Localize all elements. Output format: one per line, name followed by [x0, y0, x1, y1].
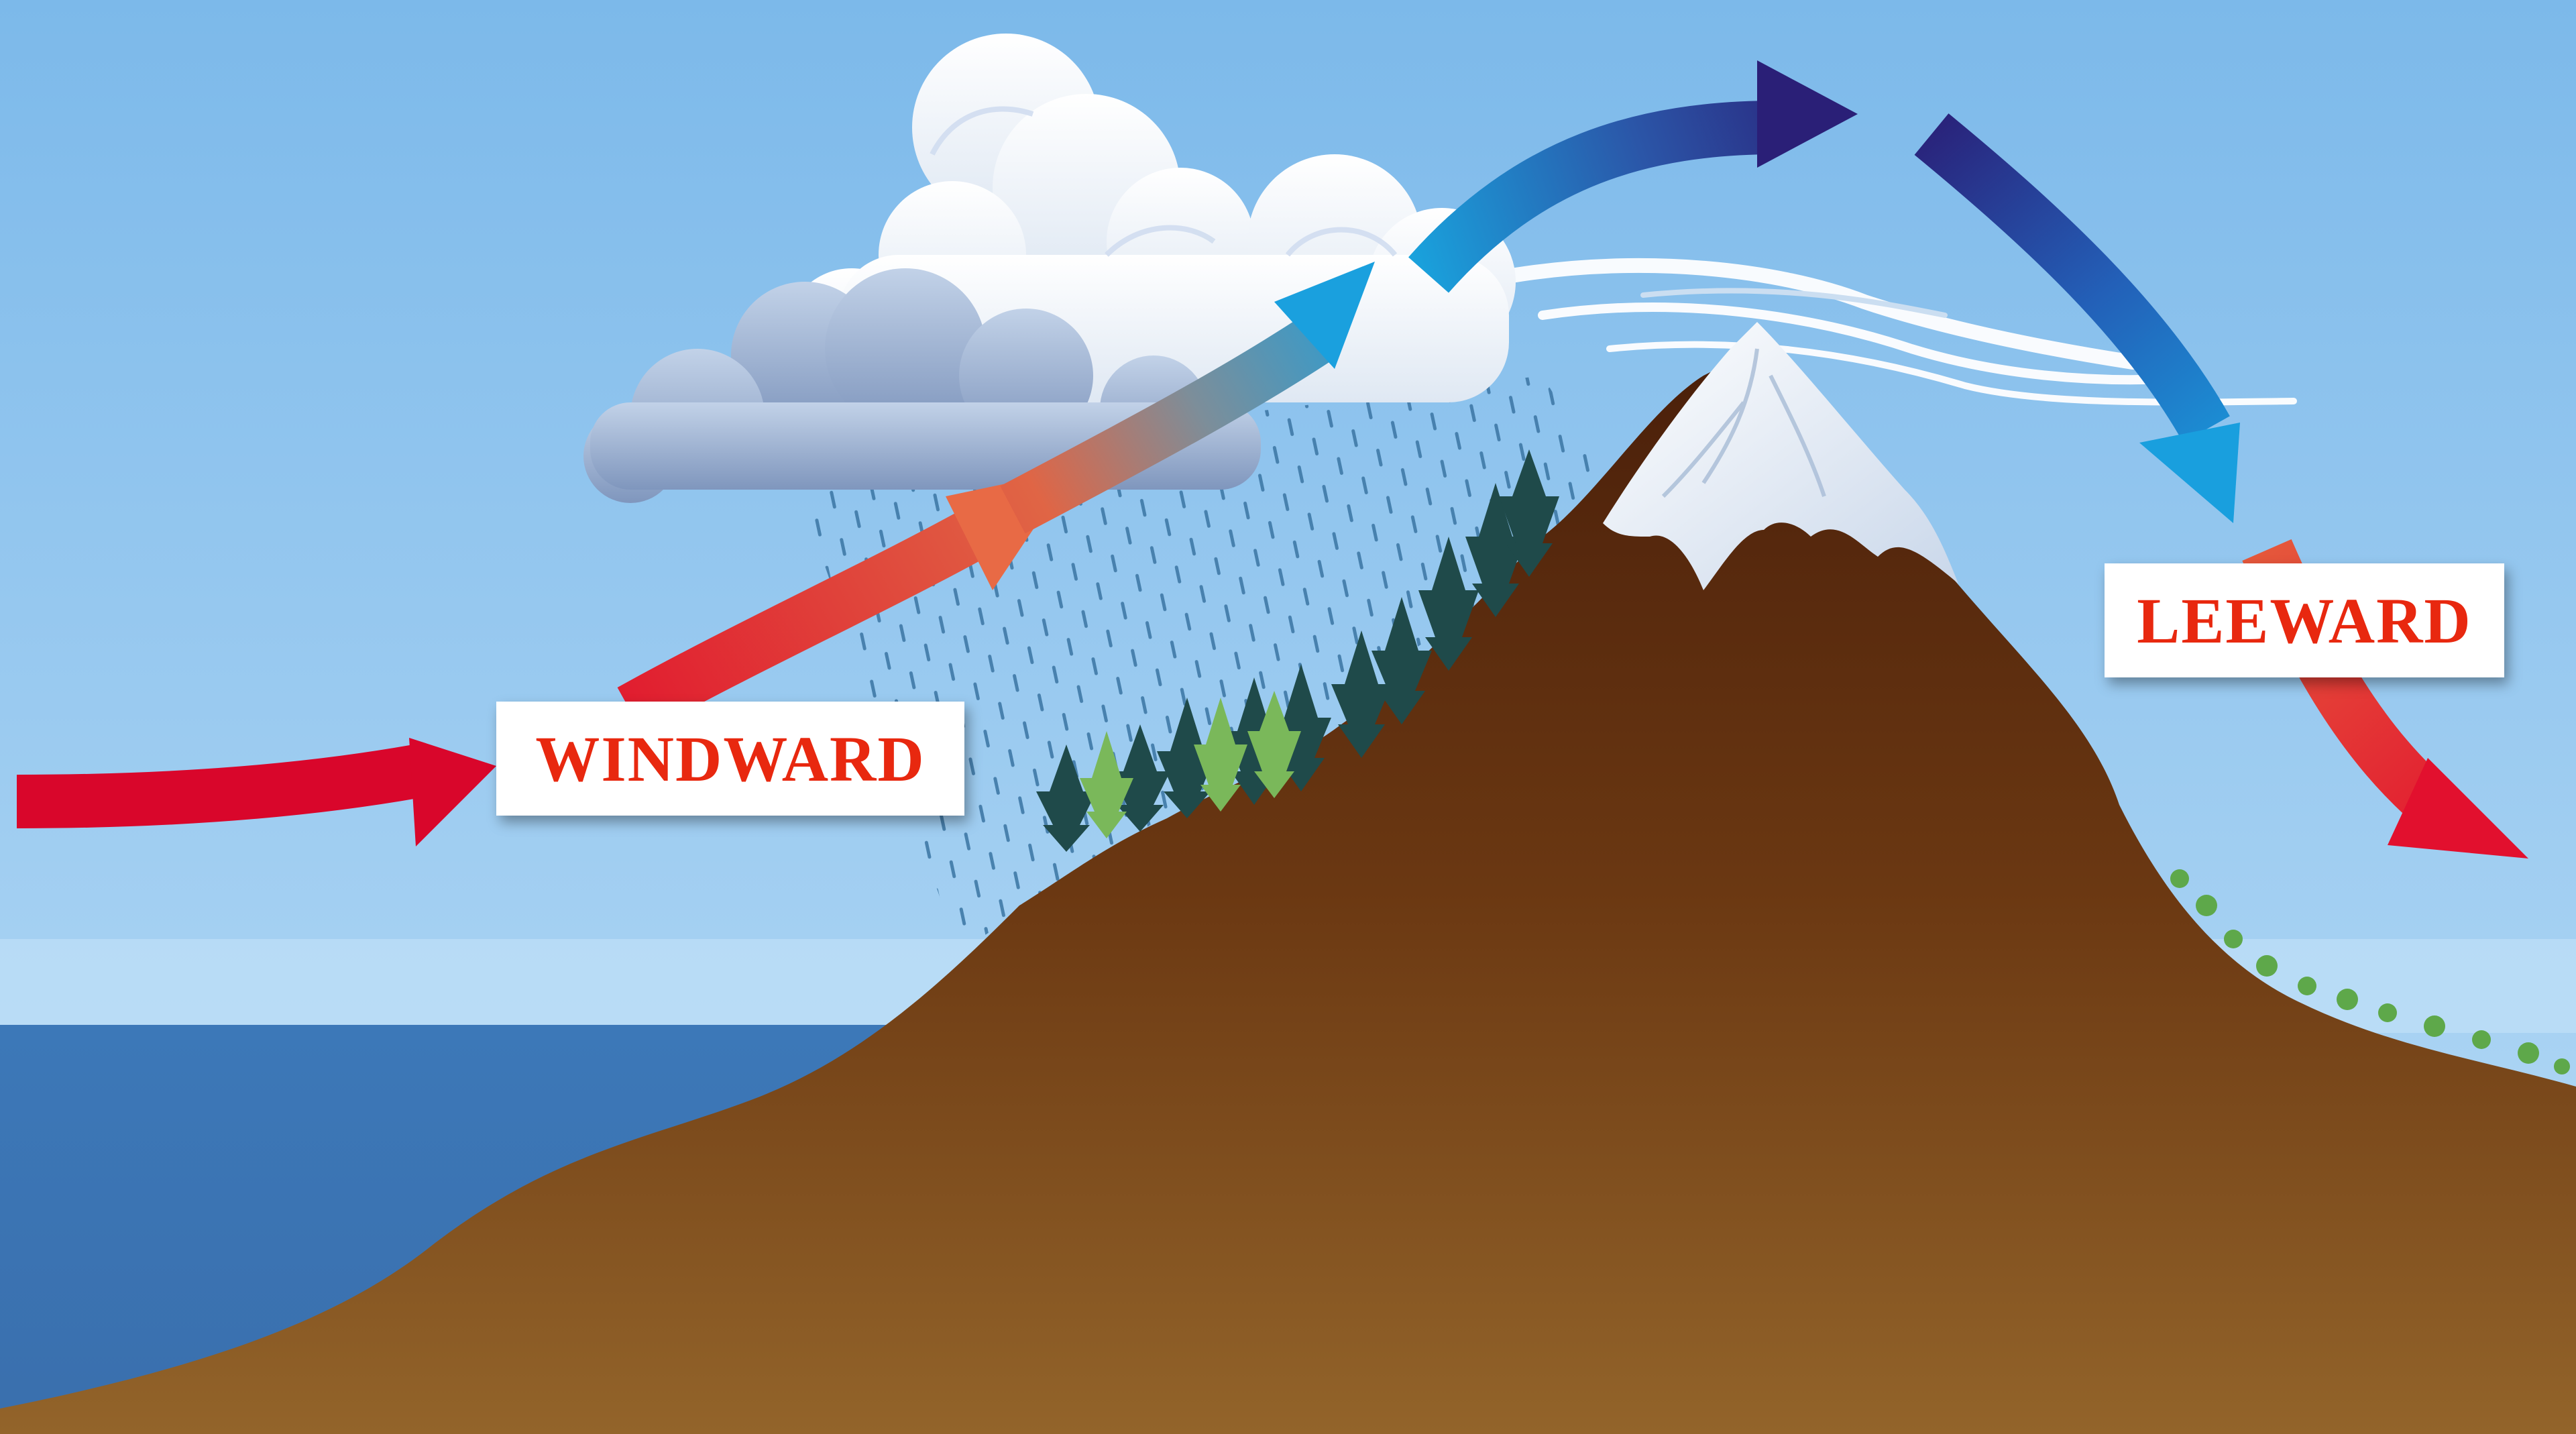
leeward-label-box: LEEWARD: [2105, 563, 2504, 677]
windward-label-box: WINDWARD: [496, 702, 964, 816]
leeward-label: LEEWARD: [2137, 584, 2471, 658]
wind-arrow-incoming: [17, 771, 416, 802]
windward-label: WINDWARD: [535, 722, 925, 796]
